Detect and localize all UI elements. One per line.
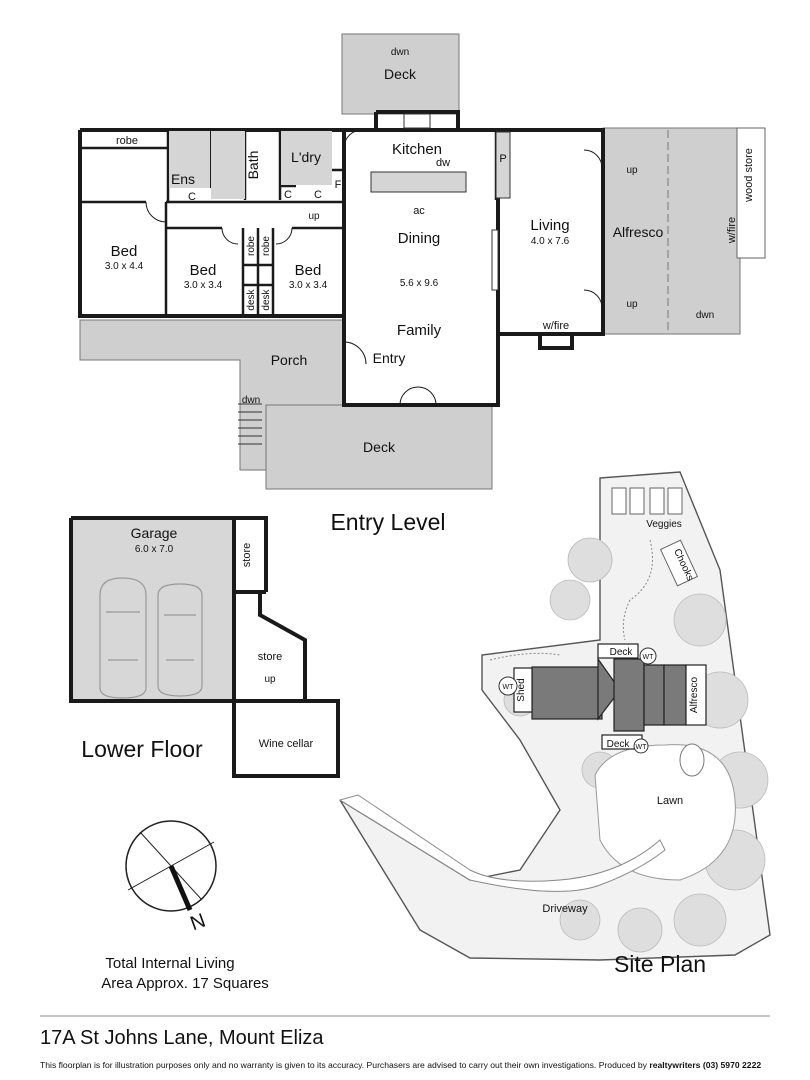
ensuite-fill (169, 131, 210, 188)
label-veggies: Veggies (646, 519, 682, 530)
label-ac: ac (413, 205, 425, 217)
label-bed3: Bed (295, 262, 322, 279)
label-garage-dim: 6.0 x 7.0 (135, 544, 174, 555)
label-dwn-porch: dwn (242, 395, 260, 406)
window (491, 229, 499, 291)
label-bath: Bath (245, 151, 261, 180)
label-lower-up: up (264, 674, 276, 685)
label-wt3: WT (636, 744, 648, 751)
label-site-alfresco: Alfresco (689, 677, 700, 714)
lower-floor-title: Lower Floor (81, 736, 203, 762)
label-pantry: P (499, 153, 506, 165)
lower-floor-plan: Garage 6.0 x 7.0 store store up Wine cel… (69, 516, 340, 778)
brand: realtywriters (03) 5970 2222 (649, 1060, 761, 1070)
label-dwn-top: dwn (391, 47, 409, 58)
water-tanks (498, 647, 657, 754)
porch-stairs (238, 403, 262, 445)
label-deck-top: Deck (384, 66, 417, 82)
veggie-beds (611, 487, 683, 515)
disclaimer: This floorplan is for illustration purpo… (40, 1060, 761, 1070)
label-bed3-dim: 3.0 x 3.4 (289, 280, 328, 291)
label-wt2: WT (643, 654, 655, 661)
label-dining-dim: 5.6 x 9.6 (400, 278, 439, 289)
label-driveway: Driveway (542, 903, 588, 915)
label-deck-bottom: Deck (363, 439, 396, 455)
area-line2: Area Approx. 17 Squares (101, 975, 269, 992)
label-living-dim: 4.0 x 7.6 (531, 236, 570, 247)
label-robe3: robe (261, 236, 272, 256)
label-c1: C (188, 191, 196, 203)
label-ens: Ens (171, 171, 195, 187)
doors (145, 129, 603, 406)
entry-level-plan: dwn Deck Kitchen dw robe Ens Bath L'dry … (78, 33, 766, 490)
label-dwn-alfresco: dwn (696, 310, 714, 321)
alfresco-area (602, 127, 741, 335)
label-site-deck2: Deck (607, 739, 631, 750)
driveway-path (338, 794, 666, 892)
label-bed2: Bed (190, 262, 217, 279)
label-up-hall: up (308, 211, 320, 222)
area-line1: Total Internal Living (105, 955, 234, 972)
label-desk2: desk (246, 288, 257, 310)
label-bed1: Bed (111, 243, 138, 260)
label-wfire-ext: w/fire (726, 217, 738, 244)
label-porch: Porch (271, 352, 308, 368)
cooktop (403, 113, 431, 129)
deck-bottom (265, 404, 493, 490)
label-robe2: robe (246, 236, 257, 256)
label-bed2-dim: 3.0 x 3.4 (184, 280, 223, 291)
label-dining: Dining (398, 230, 441, 247)
north-label: N (187, 910, 208, 936)
label-wfire-living: w/fire (542, 320, 569, 332)
label-kitchen: Kitchen (392, 141, 442, 158)
label-living: Living (530, 217, 569, 234)
label-bed1-dim: 3.0 x 4.4 (105, 261, 144, 272)
label-store2: store (258, 651, 282, 663)
label-entry: Entry (373, 350, 406, 366)
car-icon (99, 577, 203, 699)
bath-fill (211, 131, 245, 199)
label-robe-master: robe (116, 135, 138, 147)
label-wood-store: wood store (743, 148, 755, 203)
compass-icon (125, 820, 217, 912)
wood-store-area (736, 127, 766, 259)
site-house (513, 643, 707, 750)
label-up2: up (626, 299, 638, 310)
label-f: F (335, 179, 342, 191)
label-c3: C (314, 189, 322, 201)
site-plan-title: Site Plan (614, 951, 706, 977)
label-alfresco: Alfresco (613, 224, 664, 240)
label-laundry: L'dry (291, 149, 321, 165)
site-plan: Veggies Chooks Deck Deck WT WT WT Shed A… (338, 471, 771, 961)
label-site-deck1: Deck (610, 647, 634, 658)
lawn (594, 744, 736, 881)
label-family: Family (397, 322, 442, 339)
kitchen-island (370, 171, 467, 193)
entry-level-title: Entry Level (330, 509, 445, 535)
label-c2: C (284, 189, 292, 201)
label-dw: dw (436, 157, 450, 169)
garden-path (489, 539, 653, 661)
label-desk3: desk (261, 288, 272, 310)
label-wine-cellar: Wine cellar (259, 738, 314, 750)
laundry-fill (281, 131, 332, 185)
disclaimer-text: This floorplan is for illustration purpo… (40, 1060, 648, 1070)
label-up1: up (626, 165, 638, 176)
label-shed: Shed (516, 678, 527, 701)
address: 17A St Johns Lane, Mount Eliza (40, 1027, 324, 1049)
lower-walls (69, 516, 340, 778)
label-wt1: WT (503, 684, 515, 691)
label-lawn: Lawn (657, 795, 683, 807)
label-garage: Garage (131, 525, 178, 541)
label-store1: store (241, 543, 253, 567)
chooks-shed (659, 539, 699, 587)
pond (679, 743, 705, 777)
pantry-box (495, 131, 511, 199)
deck-top (341, 33, 460, 115)
garage-fill (71, 518, 234, 701)
